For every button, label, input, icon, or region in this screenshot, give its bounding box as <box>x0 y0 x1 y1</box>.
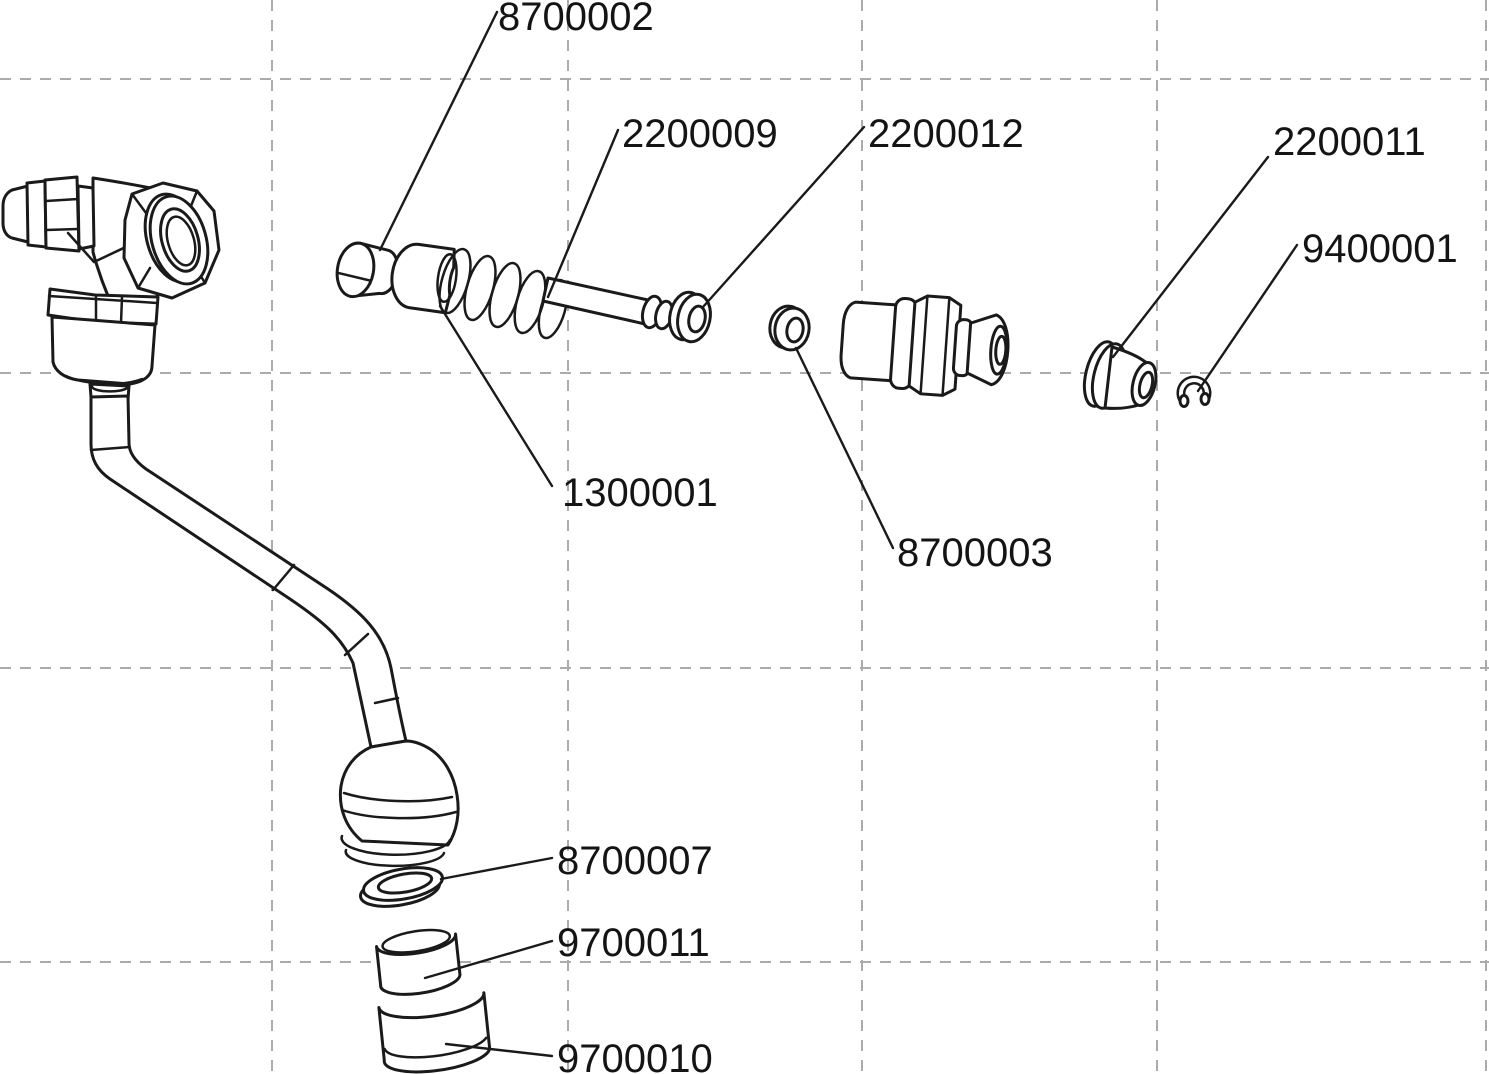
part-piston-spring <box>390 242 569 340</box>
part-bushing <box>1082 340 1158 410</box>
leader-line <box>444 1042 554 1058</box>
leader-line <box>1196 243 1299 393</box>
label-part-2200012: 2200012 <box>868 112 1024 156</box>
label-part-8700007: 8700007 <box>557 839 713 883</box>
spout-tube <box>89 394 408 749</box>
leader-line <box>423 939 554 980</box>
part-labels: 8700002 2200009 2200012 2200011 9400001 … <box>498 0 1458 1074</box>
part-e-clip <box>1176 375 1212 408</box>
label-part-2200009: 2200009 <box>622 112 778 156</box>
leader-line <box>438 304 554 488</box>
part-washer-small <box>768 304 811 352</box>
union-connector <box>839 294 1010 397</box>
label-part-9400001: 9400001 <box>1302 227 1458 271</box>
part-spindle <box>541 276 674 331</box>
leader-lines <box>378 10 1299 1058</box>
leader-line <box>1111 155 1270 359</box>
leader-line <box>794 346 895 550</box>
label-part-9700011: 9700011 <box>557 921 710 965</box>
label-part-9700010: 9700010 <box>557 1037 713 1074</box>
leader-line <box>378 10 499 252</box>
label-part-8700002: 8700002 <box>498 0 654 39</box>
part-aerator-washer <box>359 866 444 908</box>
label-part-8700003: 8700003 <box>897 531 1053 575</box>
leader-line <box>439 856 554 881</box>
spring-coils <box>438 247 569 340</box>
leader-line <box>701 125 866 309</box>
faucet-body <box>1 175 221 401</box>
part-collar <box>668 290 712 344</box>
label-part-2200011: 2200011 <box>1273 120 1426 164</box>
part-aerator-insert <box>375 928 462 996</box>
part-aerator-housing <box>377 991 492 1074</box>
leader-line <box>546 128 620 299</box>
spout-outlet <box>338 739 460 868</box>
label-part-1300001: 1300001 <box>562 471 718 515</box>
